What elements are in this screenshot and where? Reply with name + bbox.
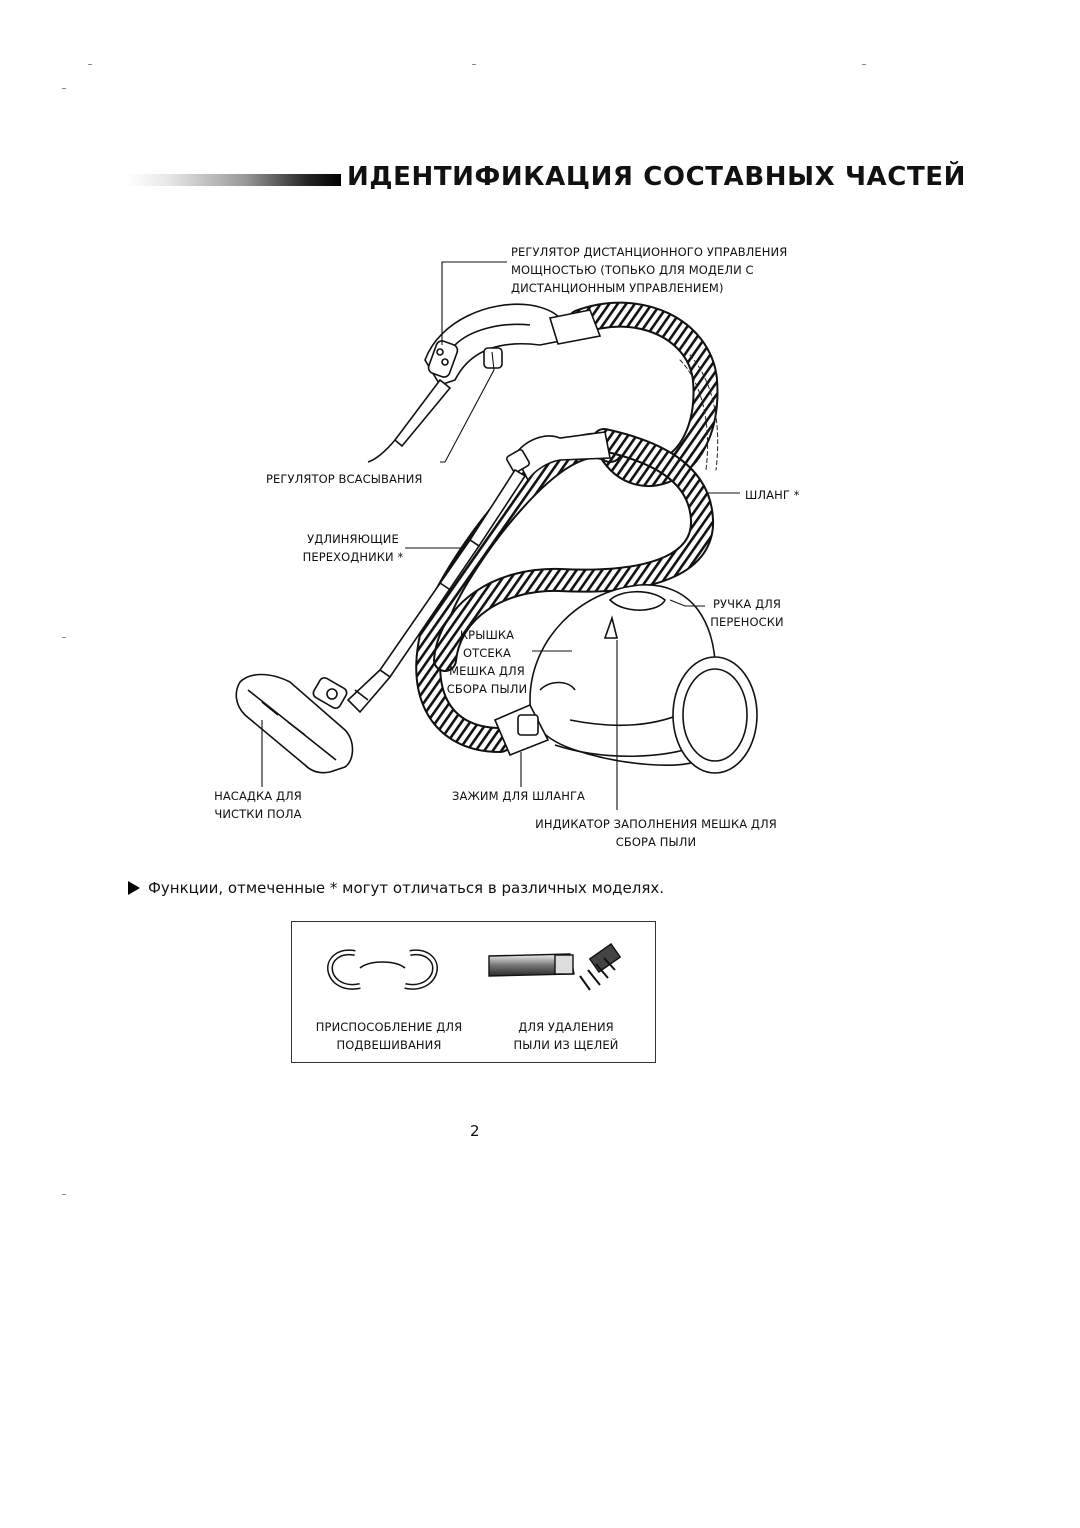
accessories-box (291, 921, 656, 1063)
label-line: НАСАДКА ДЛЯ (214, 789, 302, 803)
hanging-holder-icon (326, 949, 439, 990)
label-hanging-holder: ПРИСПОСОБЛЕНИЕ ДЛЯ ПОДВЕШИВАНИЯ (306, 1018, 472, 1054)
label-extension-tubes: УДЛИНЯЮЩИЕ ПЕРЕХОДНИКИ * (298, 530, 408, 566)
floor-nozzle (235, 673, 354, 774)
label-floor-nozzle: НАСАДКА ДЛЯ ЧИСТКИ ПОЛА (206, 787, 310, 823)
crop-mark (862, 64, 866, 65)
models-note-text: Функции, отмеченные * могут отличаться в… (148, 879, 664, 897)
label-line: РУЧКА ДЛЯ (712, 597, 782, 611)
label-line: СБОРА ПЫЛИ (615, 835, 697, 849)
handle (367, 303, 602, 463)
triangle-bullet-icon (128, 881, 140, 895)
label-line: ПЕРЕХОДНИКИ * (302, 550, 404, 564)
page-number: 2 (470, 1122, 480, 1140)
label-line: СБОРА ПЫЛИ (446, 682, 528, 696)
extension-tube (346, 431, 611, 714)
label-bag-indicator: ИНДИКАТОР ЗАПОЛНЕНИЯ МЕШКА ДЛЯ СБОРА ПЫЛ… (530, 815, 782, 851)
label-suction-regulator: РЕГУЛЯТОР ВСАСЫВАНИЯ (266, 472, 423, 486)
label-line: ОТСЕКА (462, 646, 511, 660)
label-line: ПЕРЕНОСКИ (710, 615, 784, 629)
label-crevice-tool: ДЛЯ УДАЛЕНИЯ ПЫЛИ ИЗ ЩЕЛЕЙ (496, 1018, 636, 1054)
label-line: МОЩНОСТЬЮ (ТОПЬКО ДЛЯ МОДЕЛИ С (511, 263, 754, 277)
crop-mark (62, 1194, 66, 1195)
label-line: РЕГУЛЯТОР ДИСТАНЦИОННОГО УПРАВЛЕНИЯ (511, 245, 788, 259)
label-hose: ШЛАНГ * (745, 488, 800, 502)
label-line: ДИСТАНЦИОННЫМ УПРАВЛЕНИЕМ) (511, 281, 724, 295)
label-bag-cover: КРЫШКА ОТСЕКА МЕШКА ДЛЯ СБОРА ПЫЛИ (442, 626, 532, 698)
leader-lines (261, 261, 740, 810)
vacuum-body (493, 584, 758, 774)
label-carry-handle: РУЧКА ДЛЯ ПЕРЕНОСКИ (706, 595, 788, 631)
label-line: ИНДИКАТОР ЗАПОЛНЕНИЯ МЕШКА ДЛЯ (535, 817, 777, 831)
crevice-brush-icon (488, 943, 622, 991)
crop-mark (62, 88, 66, 89)
label-line: ПОДВЕШИВАНИЯ (336, 1038, 442, 1052)
crop-mark (472, 64, 476, 65)
label-remote-control: РЕГУЛЯТОР ДИСТАНЦИОННОГО УПРАВЛЕНИЯ МОЩН… (511, 243, 787, 297)
crop-mark (88, 64, 92, 65)
label-line: ДЛЯ УДАЛЕНИЯ (518, 1020, 614, 1034)
label-line: ЧИСТКИ ПОЛА (214, 807, 302, 821)
label-hose-clamp: ЗАЖИМ ДЛЯ ШЛАНГА (452, 789, 586, 803)
title-gradient-bar (127, 174, 341, 186)
label-line: КРЫШКА (459, 628, 515, 642)
models-note: Функции, отмеченные * могут отличаться в… (128, 879, 664, 897)
crop-mark (62, 637, 66, 638)
label-line: УДЛИНЯЮЩИЕ (307, 532, 399, 546)
label-line: ПЫЛИ ИЗ ЩЕЛЕЙ (513, 1038, 619, 1052)
label-line: МЕШКА ДЛЯ (449, 664, 525, 678)
label-line: ПРИСПОСОБЛЕНИЕ ДЛЯ (315, 1020, 463, 1034)
page-title: ИДЕНТИФИКАЦИЯ СОСТАВНЫХ ЧАСТЕЙ (347, 162, 967, 192)
